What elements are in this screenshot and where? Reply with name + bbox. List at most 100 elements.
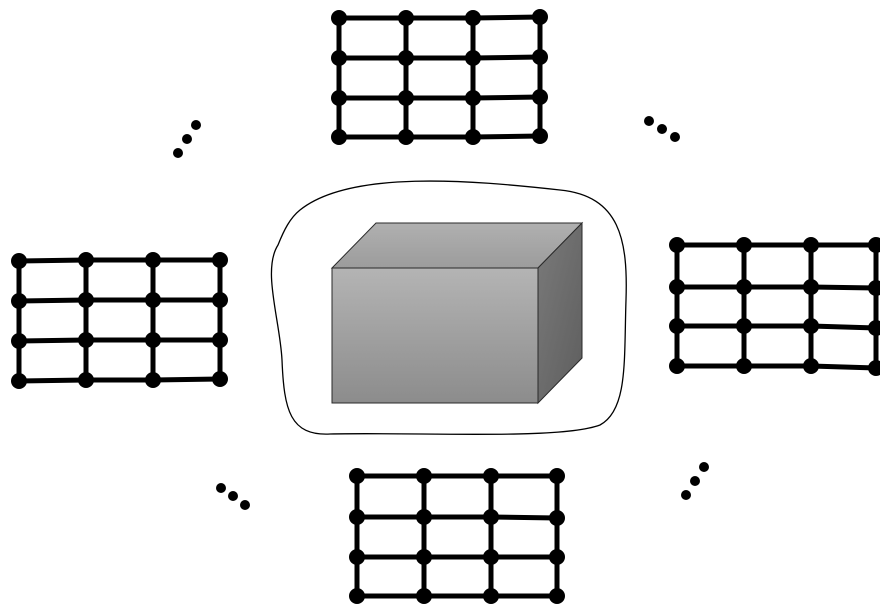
ellipsis-dot [182, 134, 192, 144]
ellipsis-dot [216, 483, 226, 493]
ellipsis-dot [690, 476, 700, 486]
grid-line-horizontal [18, 337, 220, 344]
grid-node [145, 332, 161, 348]
grid-node [78, 372, 94, 388]
grid-node [212, 292, 228, 308]
ellipsis-dot [173, 148, 183, 158]
grid-node [549, 468, 565, 484]
ellipsis-marker-bottom-right [681, 462, 709, 500]
grid-node [212, 252, 228, 268]
grid-node [212, 371, 228, 387]
grid-line-horizontal [677, 284, 877, 291]
grid-node [331, 50, 347, 66]
grid-node [212, 332, 228, 348]
grid-node [803, 318, 819, 334]
ellipsis-marker-bottom-left [216, 483, 250, 510]
mesh-grid-left [11, 252, 228, 389]
ellipsis-dot [191, 120, 201, 130]
grid-line-horizontal [18, 257, 220, 264]
ellipsis-dot [657, 124, 667, 134]
ellipsis-marker-top-left [173, 120, 201, 158]
grid-node [398, 90, 414, 106]
ellipsis-dot [228, 491, 238, 501]
grid-line-horizontal [339, 14, 541, 21]
mesh-grid-right [669, 237, 880, 376]
grid-line-horizontal [339, 133, 541, 140]
grid-node [331, 90, 347, 106]
ellipsis-dot [240, 500, 250, 510]
grid-node [349, 588, 365, 604]
grid-node [483, 549, 499, 565]
grid-node [349, 509, 365, 525]
ellipsis-dot [699, 462, 709, 472]
grid-node [78, 252, 94, 268]
ellipsis-group [173, 116, 709, 510]
grid-line-horizontal [357, 514, 558, 521]
mesh-grid-top [331, 9, 548, 145]
enclosing-outline [270, 180, 627, 436]
grid-node [483, 588, 499, 604]
grid-line-horizontal [339, 94, 541, 101]
grid-node [669, 237, 685, 253]
grid-node [736, 318, 752, 334]
grid-node [803, 279, 819, 295]
grid-node [416, 588, 432, 604]
grid-node [803, 237, 819, 253]
grid-node [349, 549, 365, 565]
grid-node [465, 129, 481, 145]
box-front-face [331, 267, 539, 404]
grid-line-horizontal [339, 54, 541, 61]
grid-node [349, 468, 365, 484]
mesh-grid-bottom-center [349, 468, 565, 604]
grid-line-horizontal [677, 323, 877, 331]
grid-node [868, 280, 880, 296]
grid-node [398, 129, 414, 145]
grid-node [416, 509, 432, 525]
grid-node [669, 279, 685, 295]
grid-node [868, 360, 880, 376]
grid-node [669, 318, 685, 334]
grid-node [736, 358, 752, 374]
central-box [330, 221, 584, 405]
grid-node [11, 293, 27, 309]
grid-node [465, 50, 481, 66]
ellipsis-dot [681, 490, 691, 500]
grid-node [11, 373, 27, 389]
grid-node [483, 468, 499, 484]
grid-node [11, 253, 27, 269]
grid-node [669, 358, 685, 374]
grid-node [331, 129, 347, 145]
grid-node [145, 252, 161, 268]
grid-node [145, 292, 161, 308]
ellipsis-dot [670, 132, 680, 142]
grid-node [532, 49, 548, 65]
grid-node [416, 468, 432, 484]
grid-node [331, 10, 347, 26]
ellipsis-dot [644, 116, 654, 126]
grid-node [416, 549, 432, 565]
grid-group [11, 9, 880, 604]
grid-node [483, 509, 499, 525]
grid-node [465, 90, 481, 106]
grid-node [145, 372, 161, 388]
grid-node [532, 128, 548, 144]
grid-node [78, 292, 94, 308]
grid-line-horizontal [677, 363, 877, 371]
grid-node [549, 588, 565, 604]
grid-node [398, 50, 414, 66]
grid-node [78, 332, 94, 348]
grid-node [868, 320, 880, 336]
grid-node [736, 279, 752, 295]
grid-node [549, 510, 565, 526]
grid-node [11, 333, 27, 349]
grid-node [532, 9, 548, 25]
grid-line-horizontal [18, 376, 221, 384]
grid-node [868, 237, 880, 253]
grid-node [549, 549, 565, 565]
grid-node [465, 10, 481, 26]
grid-node [803, 358, 819, 374]
grid-node [532, 89, 548, 105]
grid-node [736, 237, 752, 253]
